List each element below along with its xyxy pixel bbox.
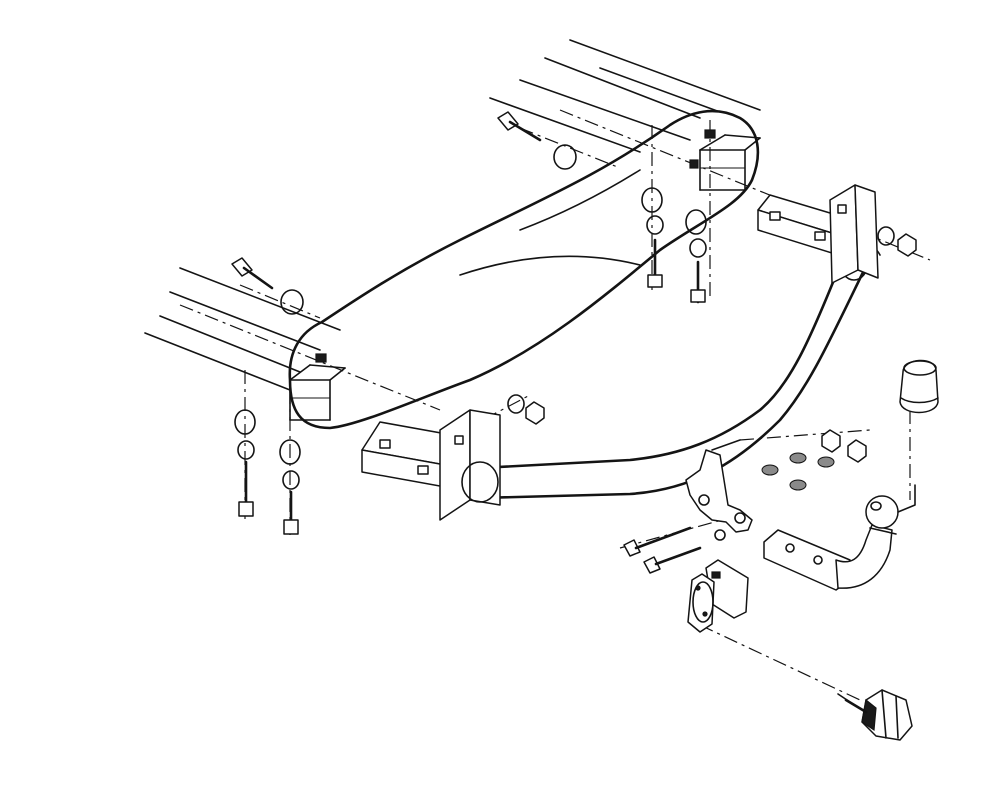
mounting-bracket-right bbox=[757, 184, 879, 284]
fastener-set-right-vertical bbox=[641, 129, 716, 304]
fastener-set-right-bracket bbox=[877, 226, 917, 257]
tow-ball-neck bbox=[763, 484, 916, 591]
fastener-set-left-side bbox=[231, 257, 304, 315]
chassis-rail-right bbox=[489, 39, 761, 191]
fastener-set-hitch bbox=[761, 429, 867, 491]
ball-cover-cap bbox=[899, 359, 939, 414]
hitch-plate bbox=[685, 439, 753, 541]
seven-pin-socket bbox=[837, 689, 913, 741]
fastener-set-left-vertical bbox=[234, 353, 327, 535]
fastener-set-hitch-bolts bbox=[623, 526, 702, 574]
mounting-bracket-left bbox=[361, 409, 501, 521]
socket-mounting-plate bbox=[687, 559, 749, 633]
rear-bumper-outline bbox=[288, 109, 760, 430]
fastener-set-right-side bbox=[497, 111, 577, 170]
fastener-set-left-bracket bbox=[507, 394, 545, 425]
